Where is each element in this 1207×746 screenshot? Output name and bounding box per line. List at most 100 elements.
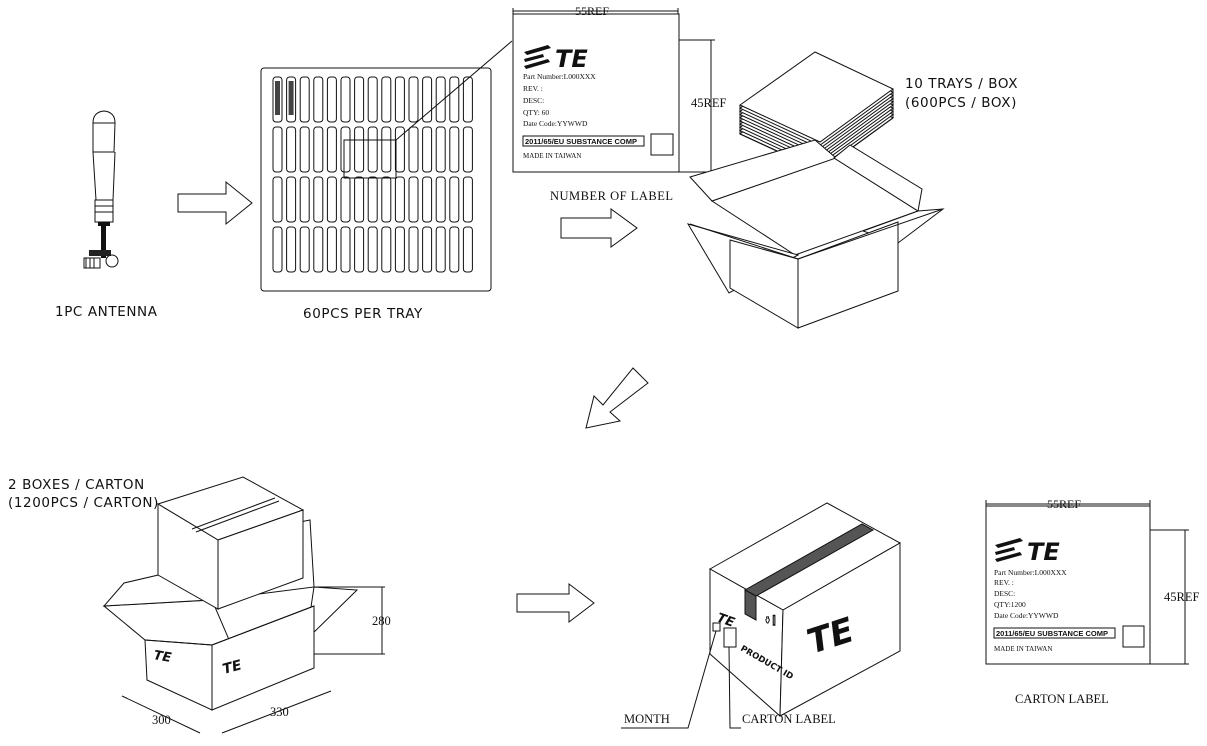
tray-slot (300, 77, 309, 122)
carton-label-callout: CARTON LABEL (742, 712, 836, 726)
antenna-in-slot (289, 81, 294, 115)
te-logo-icon (524, 45, 551, 69)
tray-slot (355, 127, 364, 172)
tray-slot (382, 77, 391, 122)
tray-slot (450, 77, 459, 122)
tray-slot (409, 127, 418, 172)
dimension-length: 330 (270, 705, 289, 719)
tray-slot (300, 227, 309, 272)
tray-slot (368, 177, 377, 222)
tray-slot (327, 77, 336, 122)
tray-slot (368, 127, 377, 172)
tray-slot (436, 227, 445, 272)
arrow-down-left-icon (586, 368, 648, 428)
tray-slot (341, 177, 350, 222)
tray-slot (314, 227, 323, 272)
svg-text:⚱⫿: ⚱⫿ (763, 614, 776, 627)
tray-slot (395, 227, 404, 272)
dimension-width: 300 (152, 713, 171, 727)
tray-slot (341, 77, 350, 122)
carton-label-rev: REV. : (994, 578, 1014, 587)
antenna-icon (84, 111, 118, 268)
carton-label-origin: MADE IN TAIWAN (994, 645, 1052, 653)
antenna-caption: 1PC ANTENNA (55, 304, 158, 320)
open-carton-icon: TE TE 280 300 330 (104, 477, 391, 733)
arrow-right-icon (517, 584, 594, 622)
label-origin: MADE IN TAIWAN (523, 152, 581, 160)
tray-slot (450, 227, 459, 272)
tray-slot (314, 127, 323, 172)
tray-slot (382, 227, 391, 272)
label-qty: QTY: 60 (523, 108, 549, 117)
label-rev: REV. : (523, 84, 543, 93)
label-height-ref: 45REF (691, 96, 726, 110)
tray-icon (261, 41, 512, 291)
antenna-in-slot (275, 81, 280, 115)
tray-slot (314, 77, 323, 122)
tray-slot (368, 77, 377, 122)
label-substance: 2011/65/EU SUBSTANCE COMP (525, 137, 637, 146)
tray-slot (327, 127, 336, 172)
arrow-right-icon (178, 182, 252, 224)
arrow-right-icon (561, 209, 637, 247)
tray-slot (463, 127, 472, 172)
carton-label-substance: 2011/65/EU SUBSTANCE COMP (996, 629, 1108, 638)
tray-slot (355, 77, 364, 122)
tray-slot (395, 177, 404, 222)
tray-slot (287, 127, 296, 172)
carton-label-width-ref: 55REF (1047, 497, 1081, 511)
tray-slot (273, 127, 282, 172)
tray-slot (423, 127, 432, 172)
tray-slot (341, 127, 350, 172)
tray-slot (273, 227, 282, 272)
carton-label-caption: CARTON LABEL (1015, 692, 1109, 706)
label-logo: TE (555, 45, 588, 73)
tray-slot (355, 177, 364, 222)
tray-slot (463, 77, 472, 122)
tray-slot (409, 77, 418, 122)
carton-label-desc: DESC: (994, 589, 1015, 598)
tray-caption: 60PCS PER TRAY (303, 306, 423, 322)
tray-slot (450, 177, 459, 222)
tray-slot (382, 127, 391, 172)
month-callout: MONTH (624, 712, 670, 726)
carton-label-logo: TE (1027, 538, 1060, 566)
carton-label-card: 55REF 45REF TE Part Number:L000XXX REV. … (986, 497, 1199, 664)
tray-slot (436, 177, 445, 222)
tray-slot (423, 177, 432, 222)
tray-slot (314, 177, 323, 222)
tray-slot (341, 227, 350, 272)
tray-slot (287, 177, 296, 222)
tray-slot (327, 227, 336, 272)
label-desc: DESC: (523, 96, 544, 105)
tray-slot (273, 177, 282, 222)
tray-slot (436, 127, 445, 172)
te-logo-icon (995, 538, 1023, 562)
closed-carton-icon: TE ⚱⫿ TE PRODUCT ID (621, 503, 900, 728)
carton-label-date-code: Date Code:YYWWD (994, 611, 1059, 620)
tray-slot (382, 177, 391, 222)
tray-slot (395, 77, 404, 122)
tray-slot (409, 177, 418, 222)
open-box-icon (688, 140, 943, 328)
dimension-height: 280 (372, 614, 391, 628)
tray-slot (463, 227, 472, 272)
tray-slot (450, 127, 459, 172)
box-caption-line2: (600PCS / BOX) (905, 95, 1017, 111)
tray-slot (300, 177, 309, 222)
carton-label-qty: QTY:1200 (994, 600, 1026, 609)
tray-slot (327, 177, 336, 222)
tray-slot (423, 227, 432, 272)
label-part-number: Part Number:L000XXX (523, 72, 596, 81)
tray-slot (423, 77, 432, 122)
carton-caption-line2: (1200PCS / CARTON) (8, 495, 159, 511)
carton-label-height-ref: 45REF (1164, 590, 1199, 604)
label-width-ref: 55REF (575, 4, 609, 18)
tray-slot (463, 177, 472, 222)
carton-caption-line1: 2 BOXES / CARTON (8, 477, 145, 493)
tray-label-card: 55REF 45REF TE Part Number:L000XXX REV. … (513, 4, 726, 172)
label-date-code: Date Code:YYWWD (523, 119, 588, 128)
tray-slot (300, 127, 309, 172)
number-of-label-caption: NUMBER OF LABEL (550, 189, 673, 203)
